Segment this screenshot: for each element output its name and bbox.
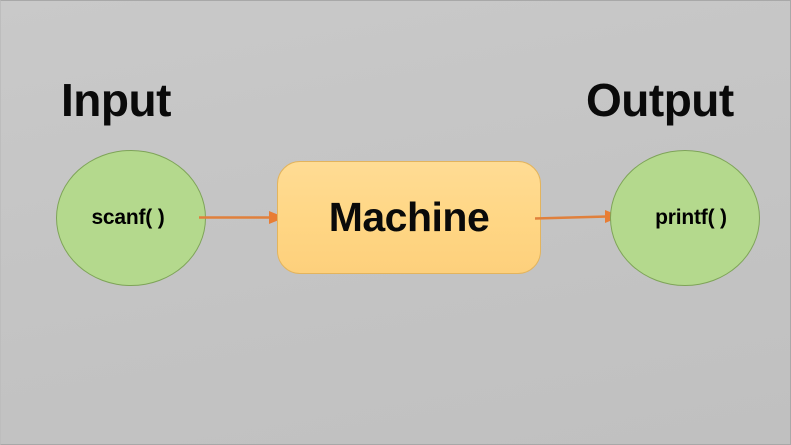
- arrow-machine-to-output: [534, 201, 621, 235]
- arrow-right-icon: [534, 210, 621, 223]
- arrow-right-icon: [199, 211, 285, 224]
- node-scanf[interactable]: scanf( ): [56, 150, 206, 286]
- node-scanf-label: scanf( ): [91, 206, 165, 229]
- arrow-input-to-machine: [199, 201, 285, 235]
- node-printf-label: printf( ): [655, 206, 727, 229]
- output-heading: Output: [586, 74, 734, 126]
- input-heading: Input: [61, 74, 171, 126]
- node-machine-label: Machine: [328, 194, 490, 240]
- node-printf[interactable]: printf( ): [610, 150, 760, 286]
- node-machine[interactable]: Machine: [277, 161, 541, 274]
